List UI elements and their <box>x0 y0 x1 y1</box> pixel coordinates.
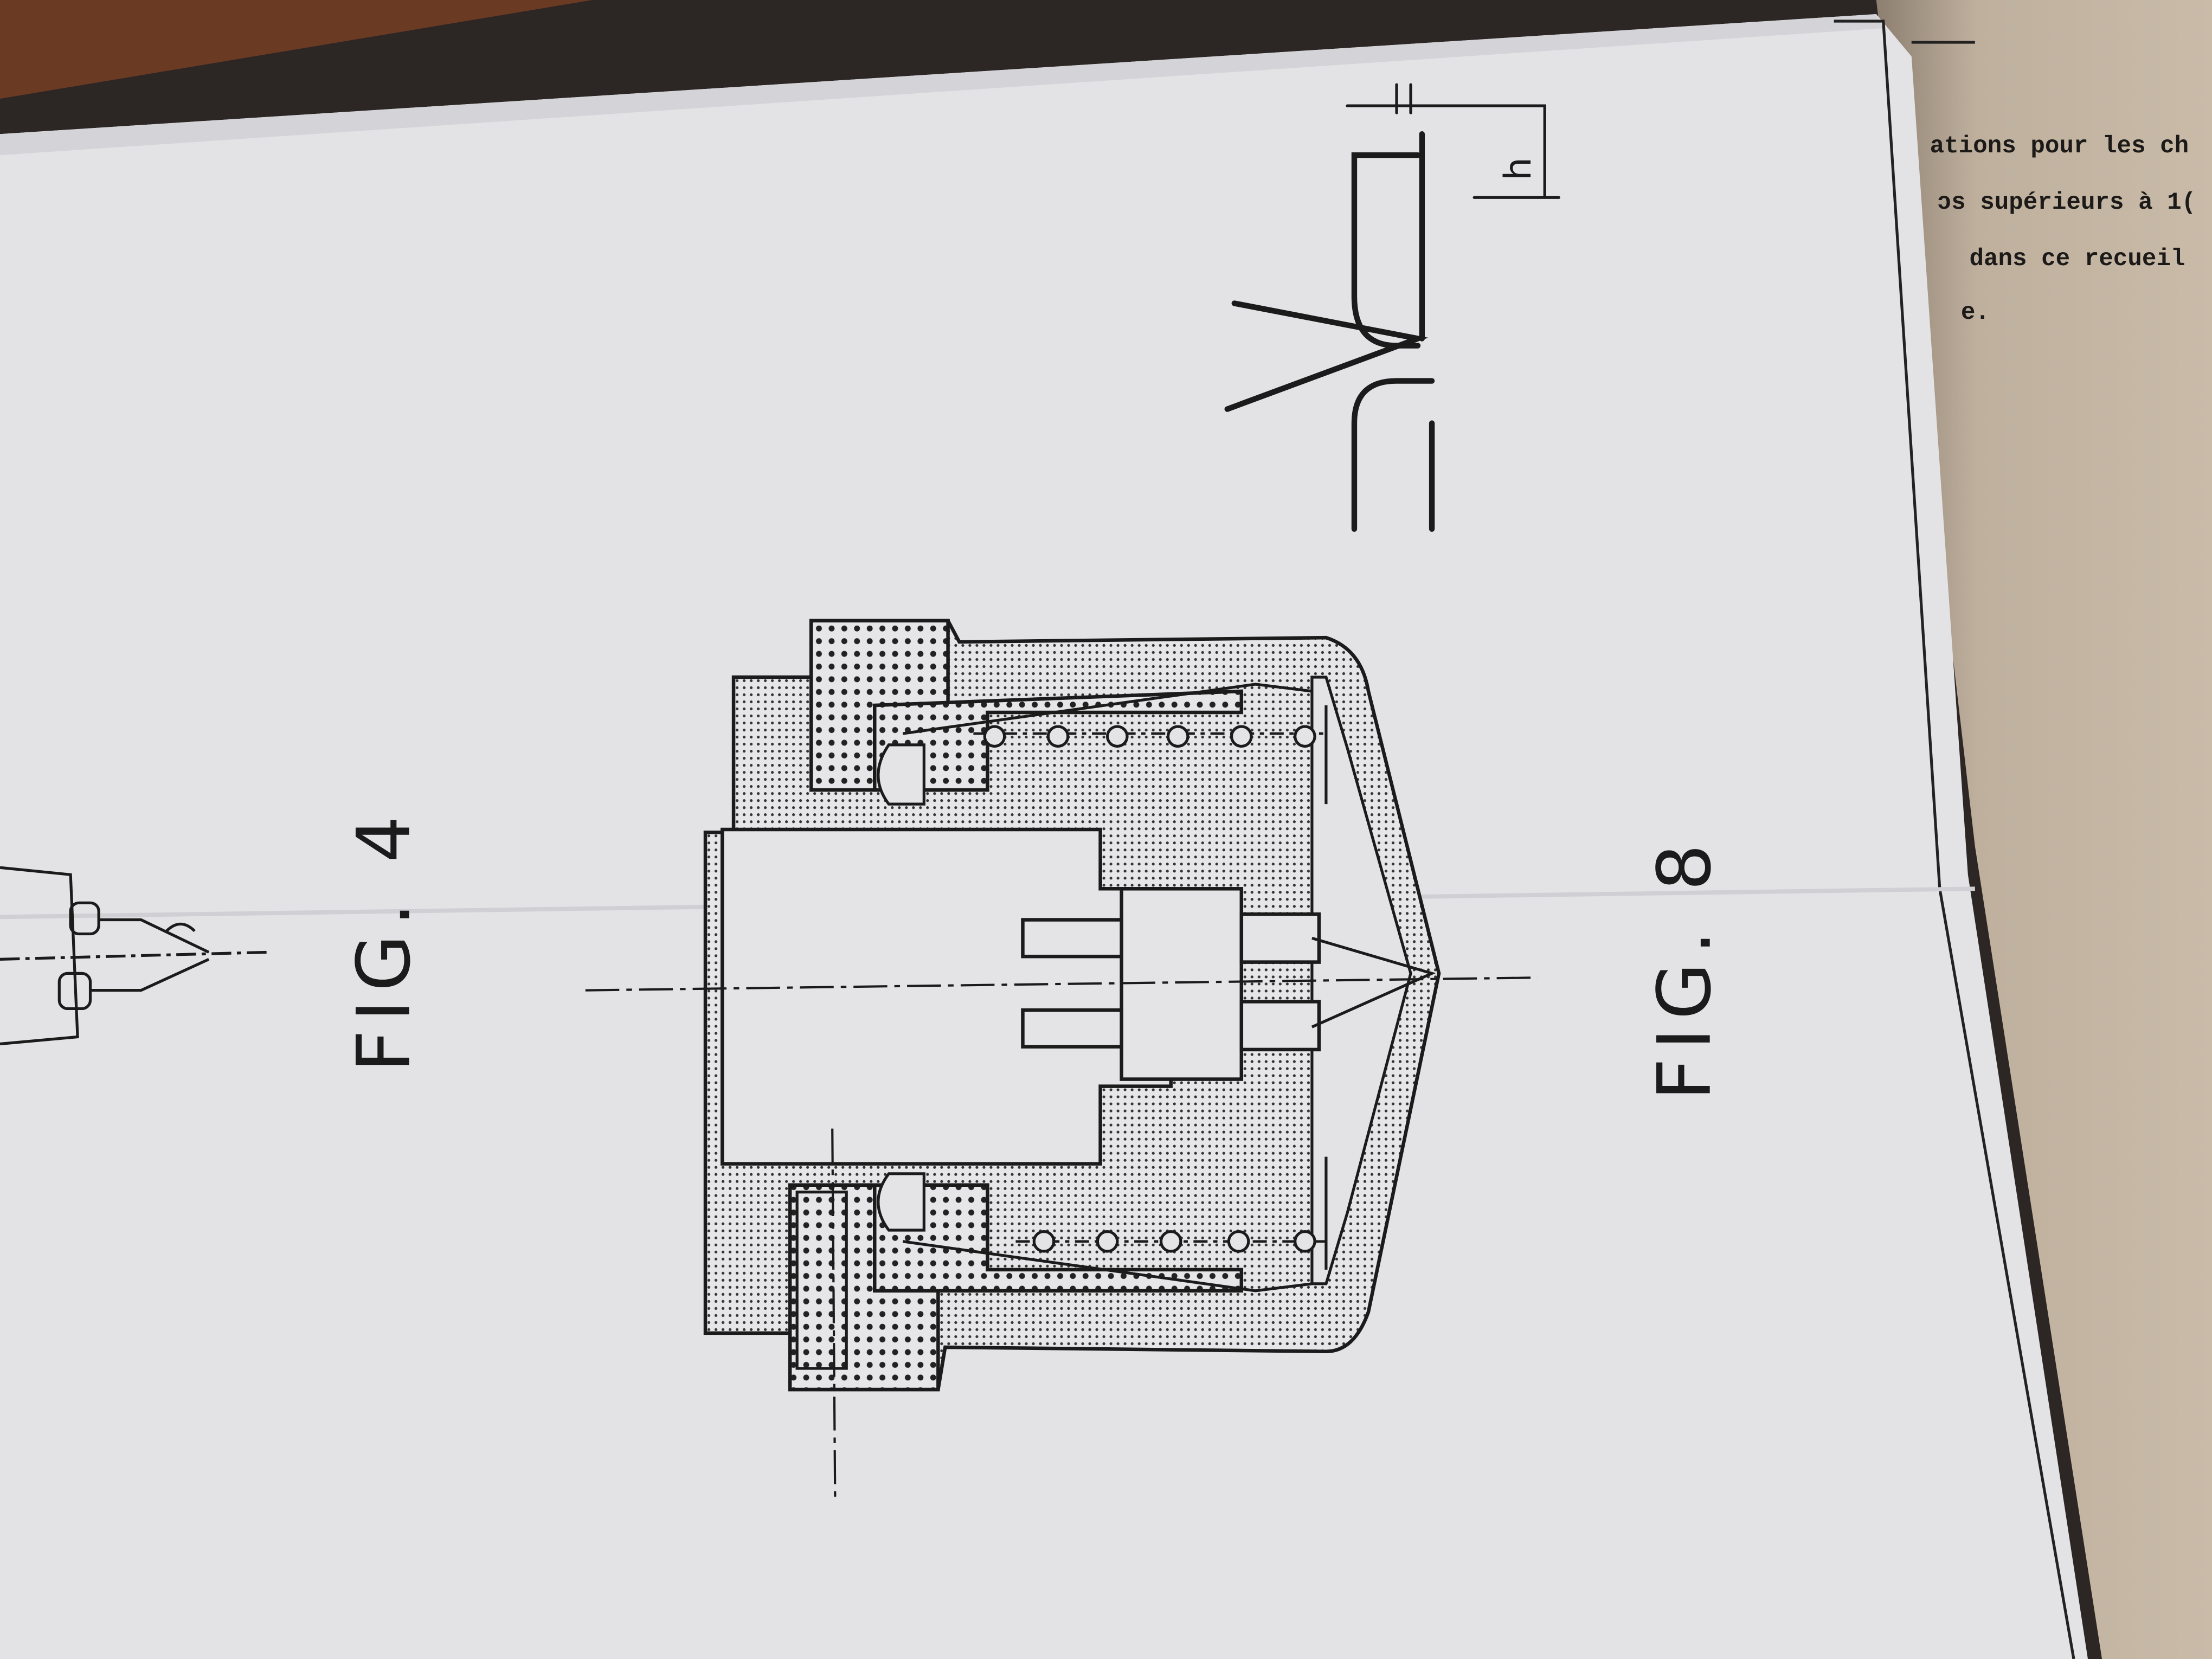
typed-line: dans ce recueil <box>1969 246 2185 273</box>
typed-line: ɔs supérieurs à 1( <box>1937 189 2196 216</box>
wood-surface <box>0 0 593 99</box>
typed-line: e. <box>1961 299 1990 326</box>
surface-finish-symbol <box>1224 83 1560 532</box>
fig4-label: FIG. 4 <box>341 807 427 1072</box>
fig4-drawing <box>0 866 268 1046</box>
fig8-drawing <box>585 619 1538 1503</box>
typed-line: ations pour les ch <box>1930 133 2189 160</box>
dimension-label-h: h <box>1496 157 1539 181</box>
sheet-border <box>1834 20 2075 1659</box>
typed-text: ations pour les ch ɔs supérieurs à 1( da… <box>1930 133 2196 326</box>
fig8-label: FIG. 8 <box>1642 835 1727 1100</box>
background-typed-page <box>1876 0 2212 1659</box>
